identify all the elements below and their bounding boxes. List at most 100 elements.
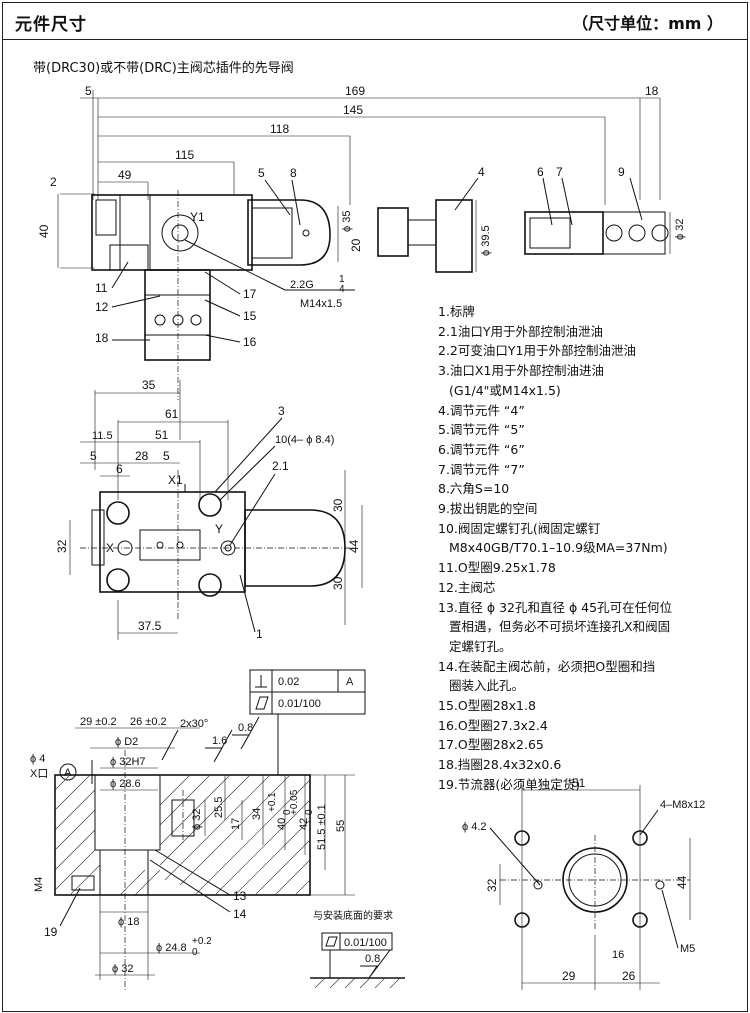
unit-label: （尺寸单位：mm ）: [572, 14, 723, 33]
callout-2-1: 2.1: [272, 459, 289, 473]
dim-sec-phi32b: ϕ 32: [191, 809, 203, 830]
legend-item: 圈装入此孔。: [449, 678, 525, 694]
legend-item: (G1/4"或M14x1.5): [449, 382, 561, 398]
dim-mid-44: 44: [347, 539, 361, 553]
dim-mid-30b: 30: [331, 576, 345, 590]
tol-flat-value: 0.01/100: [278, 698, 321, 710]
callout-12: 12: [95, 300, 109, 314]
dim-sec-phi24: ϕ 24.8: [156, 942, 187, 954]
dim-top-phi35: ϕ 35: [341, 211, 353, 232]
dim-top-169: 169: [345, 84, 365, 98]
dim-mount-m8: 4–M8x12: [660, 799, 705, 811]
plan-view: 35 61 3 11.5 51 10(4– ϕ 8.4) 5 28 5 2.1 …: [55, 378, 363, 641]
legend-item: 2.2可变油口Y1用于外部控制油泄油: [438, 343, 636, 359]
thread-frac-num: 1: [339, 274, 345, 285]
top-side-view: 5 169 18 145 118 115 49 2 40 20 Y1: [37, 84, 686, 400]
dim-top-115: 115: [175, 148, 194, 162]
legend-item: 10.阀固定螺钉孔(阀固定螺钉: [438, 520, 601, 536]
dim-sec-17: 17: [230, 818, 242, 830]
dim-sec-40: 40: [276, 818, 288, 830]
legend-item: 19.节流器(必须单独定货): [438, 776, 581, 792]
legend-item: 8.六角S=10: [438, 481, 510, 497]
dim-sec-42-lower: 0: [304, 809, 315, 815]
dim-sec-phi24-lower: 0: [192, 947, 198, 958]
dim-sec-phi18: ϕ 18: [118, 916, 139, 928]
section-hatch: [54, 774, 311, 896]
callout-6: 6: [537, 165, 544, 179]
dim-sec-42-upper: +0.05: [289, 789, 300, 815]
dim-top-phi32: ϕ 32: [674, 219, 686, 240]
legend-item: 14.在装配主阀芯前，必须把O型圈和挡: [438, 658, 656, 674]
roughness-1-6: 1.6: [212, 735, 227, 747]
callout-1: 1: [256, 627, 263, 641]
port-y1-label: Y1: [190, 210, 205, 224]
legend-item: 6.调节元件 “6”: [438, 441, 525, 457]
thread-m14-label: M14x1.5: [300, 298, 342, 310]
install-flatness: 0.01/100: [344, 937, 387, 949]
dim-mid-6: 6: [116, 462, 123, 476]
dim-mount-32: 32: [485, 878, 499, 892]
callout-11: 11: [95, 281, 108, 295]
dim-sec-55: 55: [335, 820, 347, 832]
legend-item: 置相遇，但务必不可损坏连接孔X和阀固: [449, 619, 671, 635]
dim-mid-5b: 5: [163, 449, 170, 463]
dim-top-5: 5: [85, 84, 92, 98]
legend-item: 1.标牌: [438, 304, 475, 319]
callout-19: 19: [44, 925, 58, 939]
callout-14: 14: [233, 907, 247, 921]
callout-4: 4: [478, 165, 485, 179]
legend-item: 13.直径 ϕ 32孔和直径 ϕ 45孔可在任何位: [438, 599, 673, 615]
callout-7: 7: [556, 165, 563, 179]
dim-top-18: 18: [645, 84, 659, 98]
callout-5: 5: [258, 166, 265, 180]
chamfer-label: 2x30°: [180, 718, 208, 730]
legend-item: 9.拔出钥匙的空间: [438, 501, 538, 517]
legend-item: 12.主阀芯: [438, 579, 496, 595]
dim-sec-phi24-upper: +0.2: [192, 936, 212, 947]
legend-item: 2.1油口Y用于外部控制油泄油: [438, 323, 604, 339]
legend-item: 17.O型圈28x2.65: [438, 737, 544, 753]
legend-item: 7.调节元件 “7”: [438, 461, 525, 477]
callout-15: 15: [243, 309, 257, 323]
thread-frac-den: 4: [339, 284, 345, 295]
page-title: 元件尺寸: [15, 15, 87, 35]
datum-a: A: [64, 767, 72, 779]
dim-mid-5a: 5: [90, 449, 97, 463]
callout-13: 13: [233, 889, 247, 903]
header-bar: 元件尺寸 （尺寸单位：mm ）: [3, 3, 747, 40]
legend-item: 4.调节元件 “4”: [438, 402, 525, 418]
dim-mid-10: 10(4– ϕ 8.4): [275, 434, 334, 446]
tol-perp-value: 0.02: [278, 676, 299, 688]
dim-sec-34: 34: [251, 808, 263, 820]
roughness-0-8: 0.8: [238, 722, 253, 734]
legend-item: 11.O型圈9.25x1.78: [438, 560, 556, 576]
legend-item: 5.调节元件 “5”: [438, 422, 525, 438]
dim-top-49: 49: [118, 168, 132, 182]
dim-sec-phid2: ϕ D2: [115, 736, 138, 748]
dim-mid-32: 32: [55, 539, 69, 553]
section-view: 29 ±0.2 26 ±0.2 ϕ D2 2x30° 1.6 ϕ 32H7 ϕ …: [30, 669, 366, 990]
legend-item: 3.油口X1用于外部控制油进油: [438, 363, 604, 379]
dim-sec-40-lower: 0: [282, 809, 293, 815]
legend-item: 定螺钉孔。: [449, 638, 512, 654]
dim-mid-11-5: 11.5: [92, 430, 113, 442]
port-x1-label: X1: [168, 473, 183, 487]
dim-top-phi39: ϕ 39.5: [480, 225, 492, 256]
dim-sec-phi32h7: ϕ 32H7: [110, 756, 146, 768]
dim-sec-m4: M4: [33, 877, 45, 892]
dim-sec-25-5: 25.5: [213, 797, 225, 818]
dim-top-20: 20: [349, 238, 363, 252]
port-x-kou: X口: [30, 768, 48, 780]
callout-3: 3: [278, 404, 285, 418]
dim-mid-28: 28: [135, 449, 149, 463]
dim-top-118: 118: [270, 122, 289, 136]
dim-mid-37-5: 37.5: [138, 619, 162, 633]
callout-16: 16: [243, 335, 257, 349]
port-y-label: Y: [215, 522, 223, 536]
dim-mid-51: 51: [155, 428, 169, 442]
callout-9: 9: [618, 165, 625, 179]
dim-mount-44: 44: [675, 875, 689, 889]
dim-mount-26: 26: [622, 969, 636, 983]
dim-sec-40-upper: +0.1: [267, 792, 278, 812]
